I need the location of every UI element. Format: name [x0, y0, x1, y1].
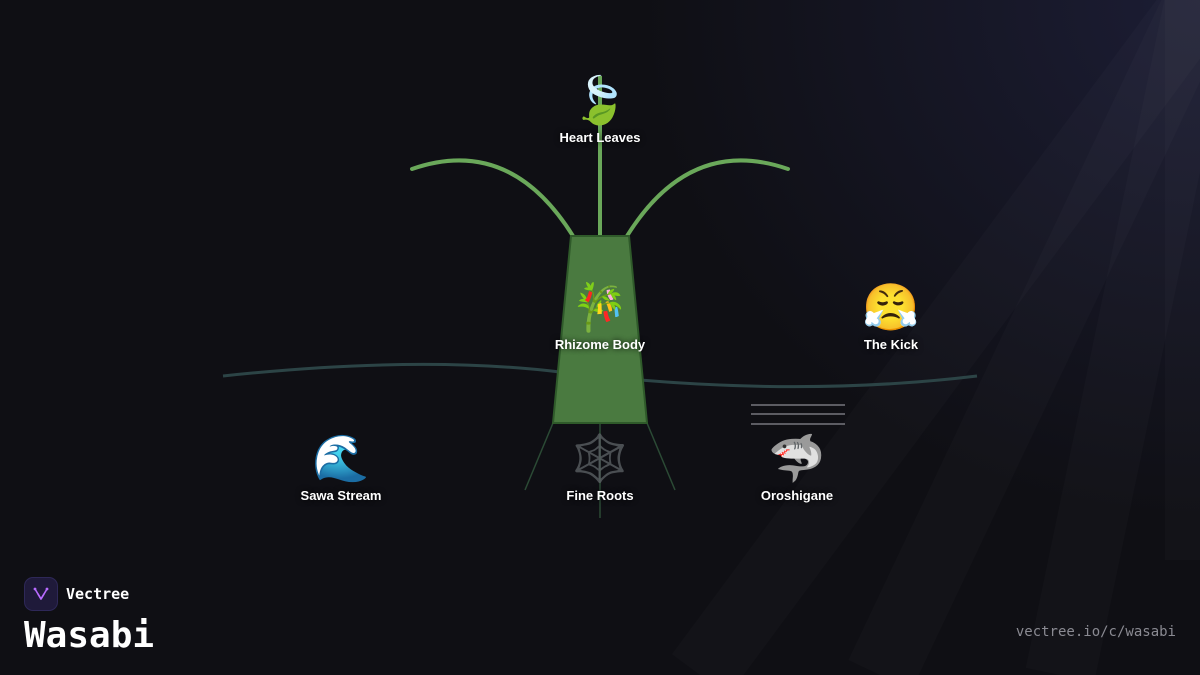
- brand-name: Vectree: [66, 585, 130, 603]
- ground-line-left: [222, 362, 561, 378]
- node-oroshigane[interactable]: 🦈 Oroshigane: [717, 430, 877, 503]
- brand-block: Vectree Wasabi: [24, 577, 324, 657]
- node-rhizome-body[interactable]: 🎋 Rhizome Body: [520, 279, 680, 352]
- root-left: [524, 422, 554, 491]
- rhizome-shape: [551, 235, 649, 424]
- page-url[interactable]: vectree.io/c/wasabi: [1015, 624, 1176, 640]
- node-sawa-stream[interactable]: 🌊 Sawa Stream: [261, 430, 421, 503]
- root-right: [646, 422, 676, 491]
- leaf-stalk-left: [410, 158, 575, 238]
- spider-web-icon: 🕸️: [571, 431, 629, 485]
- node-label: Heart Leaves: [559, 130, 641, 145]
- vectree-logo-icon: [24, 577, 58, 611]
- ground-line-right: [639, 374, 978, 389]
- leaf-stalk-right: [625, 158, 790, 238]
- node-label: Fine Roots: [566, 488, 634, 503]
- grater-lines: [751, 404, 845, 425]
- face-with-steam-from-nose-icon: 😤: [862, 280, 920, 334]
- leaf-fluttering-in-wind-icon: 🍃: [571, 73, 629, 127]
- node-label: Oroshigane: [760, 488, 834, 503]
- node-label: Rhizome Body: [554, 337, 646, 352]
- node-label: The Kick: [863, 337, 919, 352]
- node-heart-leaves[interactable]: 🍃 Heart Leaves: [520, 72, 680, 145]
- shark-icon: 🦈: [768, 431, 826, 485]
- brand-row[interactable]: Vectree: [24, 577, 324, 611]
- page-title: Wasabi: [24, 615, 155, 656]
- tanabata-tree-icon: 🎋: [571, 280, 629, 334]
- node-the-kick[interactable]: 😤 The Kick: [811, 279, 971, 352]
- node-fine-roots[interactable]: 🕸️ Fine Roots: [520, 430, 680, 503]
- node-label: Sawa Stream: [300, 488, 382, 503]
- water-wave-icon: 🌊: [312, 431, 370, 485]
